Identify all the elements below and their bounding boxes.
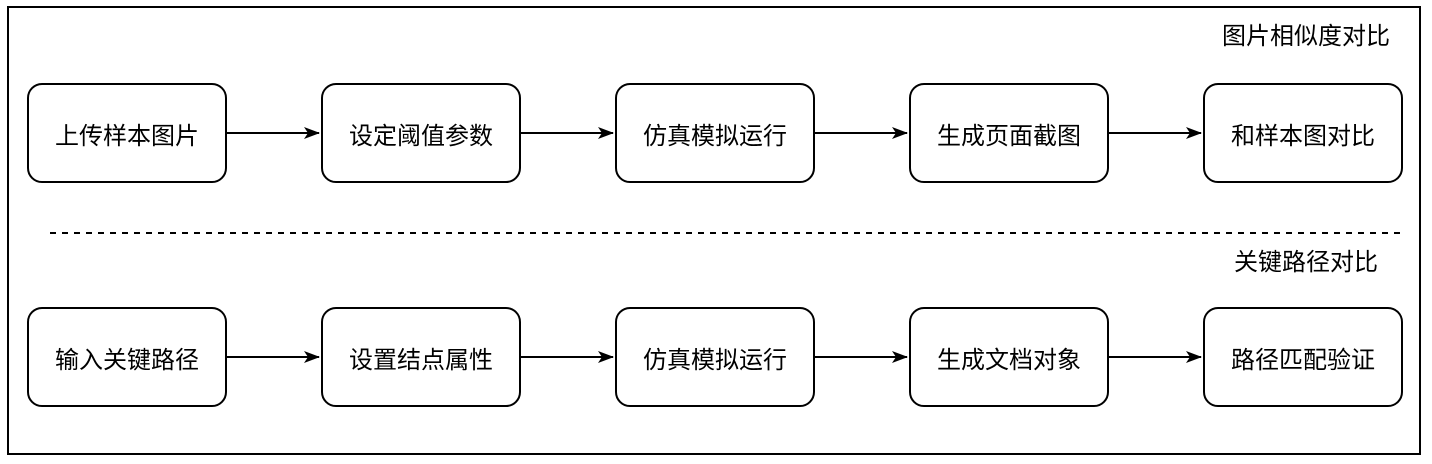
step-generate-page-screenshot: 生成页面截图 (909, 83, 1109, 183)
step-input-key-path: 输入关键路径 (27, 307, 227, 407)
step-path-match-verify: 路径匹配验证 (1203, 307, 1403, 407)
step-set-node-attributes: 设置结点属性 (321, 307, 521, 407)
section-title-key-path: 关键路径对比 (1234, 248, 1378, 276)
step-set-threshold-params: 设定阈值参数 (321, 83, 521, 183)
section-title-image-similarity: 图片相似度对比 (1222, 22, 1390, 50)
step-simulation-run-1: 仿真模拟运行 (615, 83, 815, 183)
step-compare-with-sample: 和样本图对比 (1203, 83, 1403, 183)
step-simulation-run-2: 仿真模拟运行 (615, 307, 815, 407)
step-generate-document-object: 生成文档对象 (909, 307, 1109, 407)
step-upload-sample-image: 上传样本图片 (27, 83, 227, 183)
diagram-frame (7, 6, 1421, 455)
